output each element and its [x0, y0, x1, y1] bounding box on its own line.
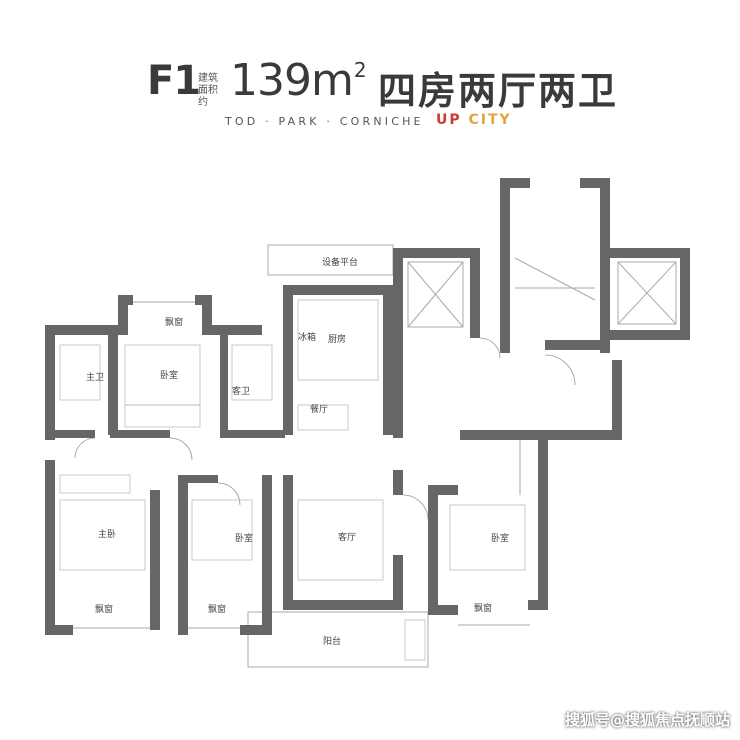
wall [428, 485, 438, 615]
wall [600, 178, 610, 353]
wall [580, 178, 610, 188]
walls [45, 178, 690, 635]
wall [220, 330, 228, 435]
elevator-shafts [407, 257, 677, 328]
wall [118, 295, 133, 305]
door-swings [74, 337, 576, 521]
kitchen-counter [297, 299, 379, 381]
wall [150, 490, 160, 630]
title-block: F1 建筑面积约 139m2 四房两厅两卫 TOD · PARK · CORNI… [0, 0, 740, 140]
bed-right [449, 504, 526, 571]
project-tagline: TOD · PARK · CORNICHE [225, 115, 424, 128]
wall [45, 325, 115, 335]
wall [108, 325, 118, 435]
furniture [59, 299, 526, 661]
wall [500, 178, 530, 188]
wall [680, 248, 690, 338]
label-bedroom-mid: 卧室 [235, 532, 253, 544]
wall [393, 470, 403, 495]
wall [538, 440, 548, 610]
label-bay-window-2: 飘窗 [208, 603, 226, 615]
wall [220, 430, 285, 438]
wardrobe-top [124, 404, 201, 428]
wall [178, 475, 218, 483]
wall [262, 475, 272, 625]
wall [393, 248, 403, 438]
area-unit-superscript: 2 [353, 58, 367, 82]
wall [283, 285, 293, 435]
label-guest-bath: 客卫 [232, 385, 250, 397]
label-master-bath: 主卫 [86, 371, 104, 383]
wall [600, 248, 690, 258]
balcony-outline [247, 611, 429, 668]
wall [460, 430, 620, 440]
wall [428, 485, 458, 495]
area-value: 139m [230, 55, 354, 106]
wall [118, 295, 128, 335]
brand-part-1: UP [436, 112, 462, 128]
wall [393, 555, 403, 610]
elevator-left [407, 261, 464, 328]
bed-mid [191, 499, 253, 561]
wall [283, 475, 293, 610]
label-living: 客厅 [338, 531, 356, 543]
guest-bath-fixtures [231, 344, 273, 401]
label-fridge: 冰箱 [298, 331, 316, 343]
unit-type-code: F1 [147, 58, 201, 104]
master-bed [59, 499, 146, 571]
wall [202, 325, 262, 335]
wall [610, 330, 690, 340]
balcony-fixture [404, 619, 426, 661]
wall [283, 285, 393, 295]
floor-area: 139m2 [230, 55, 367, 106]
room-labels: 设备平台 厨房 冰箱 餐厅 客厅 主卫 客卫 卧室 主卧 卧室 卧室 飘窗 飘窗… [86, 256, 509, 647]
sofa-area [297, 499, 384, 581]
elevator-right [617, 261, 677, 325]
wall [55, 430, 95, 438]
wall [178, 618, 188, 635]
label-balcony: 阳台 [323, 635, 341, 647]
label-bedroom-right: 卧室 [491, 532, 509, 544]
wall [545, 340, 605, 350]
area-label: 建筑面积约 [198, 73, 218, 108]
layout-description: 四房两厅两卫 [378, 69, 619, 113]
label-master-bedroom: 主卧 [98, 528, 116, 540]
wall [393, 248, 478, 258]
wall [178, 475, 188, 625]
watermark-text: 搜狐号@搜狐焦点抚顺站 [564, 711, 730, 729]
label-bedroom-top: 卧室 [160, 369, 178, 381]
label-bay-window-1: 飘窗 [95, 603, 113, 615]
wall [110, 430, 170, 438]
thin-lines [70, 244, 530, 668]
label-bay-window-top: 飘窗 [165, 316, 183, 328]
master-bath-fixtures [59, 344, 101, 401]
wall [383, 285, 393, 435]
wall [202, 295, 212, 335]
wall [240, 625, 272, 635]
label-kitchen: 厨房 [328, 333, 346, 345]
brand-logo: UP CITY [436, 112, 512, 128]
wall [470, 248, 480, 338]
wall [500, 178, 510, 353]
wall [283, 600, 403, 610]
dining-table [297, 404, 349, 431]
label-dining: 餐厅 [310, 403, 328, 415]
wall [45, 460, 55, 635]
brand-part-2: CITY [468, 112, 512, 128]
wall [428, 605, 458, 615]
label-bay-window-3: 飘窗 [474, 602, 492, 614]
wall [612, 360, 622, 440]
master-wardrobe [59, 474, 131, 494]
label-equipment-platform: 设备平台 [322, 256, 358, 268]
wall [45, 625, 73, 635]
wall [45, 325, 55, 440]
wall [195, 295, 210, 305]
